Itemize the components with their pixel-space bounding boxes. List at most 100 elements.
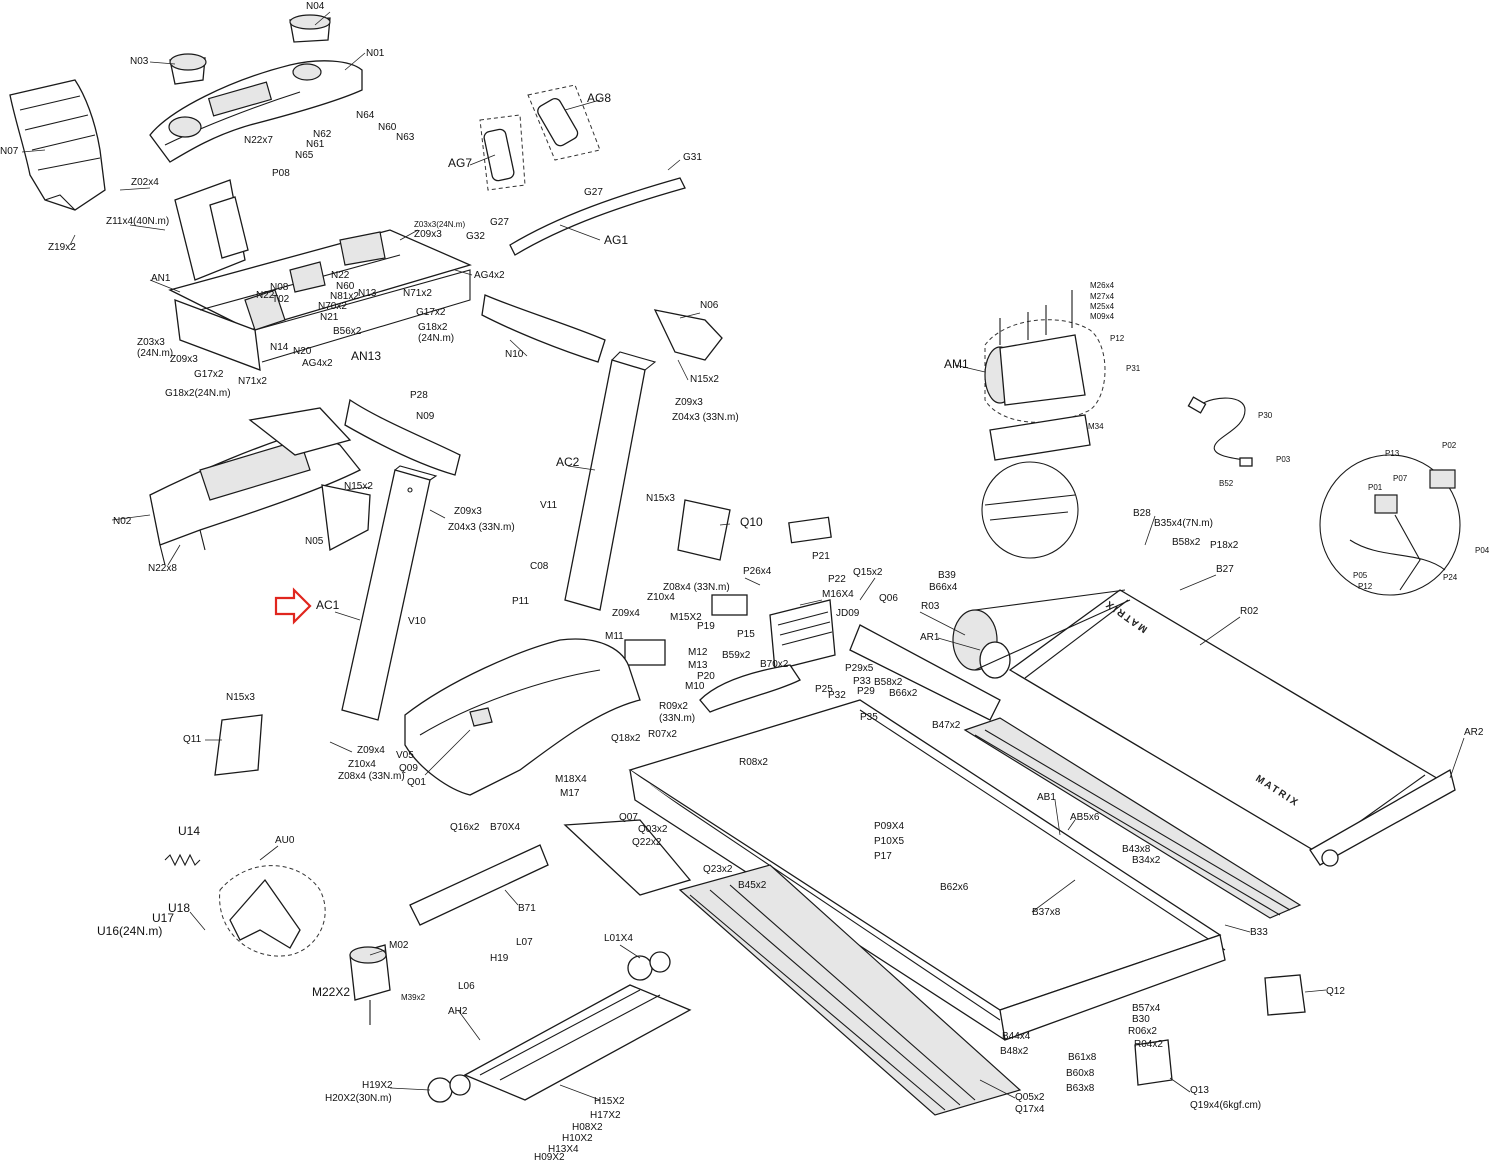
side-cover-n07 [9,79,106,211]
label-P19: P19 [697,621,715,632]
label-N06: N06 [700,300,719,311]
label-G18x2-a-torque: (24N.m) [418,333,454,344]
label-T02: T02 [272,294,290,305]
motor-hood-q01 [404,638,641,796]
label-AH2: AH2 [448,1006,468,1017]
label-N61: N61 [306,139,325,150]
label-P17: P17 [874,851,892,862]
label-N20: N20 [293,346,312,357]
leader-line [1199,616,1241,646]
leader-line [259,845,279,861]
label-B34x2: B34x2 [1132,855,1161,866]
label-Z09x4-b: Z09x4 [357,745,385,756]
label-B47x2: B47x2 [932,720,961,731]
label-Q07: Q07 [619,812,638,823]
leader-line [719,523,731,526]
label-N22-a: N22 [331,270,350,281]
label-M15X2: M15X2 [670,612,702,623]
label-P05: P05 [1353,571,1368,580]
label-B39: B39 [938,570,956,581]
label-P11: P11 [512,596,529,607]
leader-line [937,637,981,651]
label-M10: M10 [685,681,705,692]
label-AR1: AR1 [920,632,940,643]
label-L07: L07 [516,937,533,948]
label-AR2: AR2 [1464,727,1484,738]
label-N02: N02 [113,516,132,527]
label-N60-b: N60 [336,281,355,292]
label-H13X4: H13X4 [548,1144,579,1155]
label-P22: P22 [828,574,846,585]
label-N65: N65 [295,150,314,161]
leader-line [111,514,151,521]
label-P24: P24 [1443,573,1458,582]
rail-cover-b71 [409,844,549,926]
label-M18X4: M18X4 [555,774,587,785]
front-cover-q07 [563,819,692,896]
label-Z03x3-b: Z03x3 [137,337,165,348]
leader-line [559,1084,601,1101]
label-N21: N21 [320,312,339,323]
cover-n05 [321,484,371,552]
label-Z09x3-c: Z09x3 [675,397,703,408]
leader-line [1054,799,1061,836]
leader-line [369,949,386,956]
handrail-ag1 [479,84,686,256]
label-M16X4: M16X4 [822,589,854,600]
label-V10: V10 [408,616,426,627]
leader-line [119,187,151,191]
label-AB1: AB1 [1037,792,1056,803]
label-P21: P21 [812,551,830,562]
console-top-cover [149,14,363,163]
label-B70x2: B70x2 [760,659,789,670]
label-P07: P07 [1393,474,1408,483]
leader-line [129,224,166,231]
label-R06x2: R06x2 [1128,1026,1157,1037]
leader-line [167,544,181,566]
label-H19: H19 [490,953,509,964]
label-Q05x2: Q05x2 [1015,1092,1045,1103]
label-M27x4: M27x4 [1090,292,1115,301]
controller-board [624,516,836,671]
label-V11: V11 [540,500,557,511]
leader-lines [21,11,1465,1101]
label-Z19x2: Z19x2 [48,242,76,253]
label-Q01: Q01 [407,777,426,788]
cover-q11 [214,714,263,776]
label-P33: P33 [853,676,871,687]
leader-line [1449,737,1465,779]
label-B60x8: B60x8 [1066,1068,1095,1079]
label-P03: P03 [1276,455,1291,464]
label-B33: B33 [1250,927,1268,938]
label-N15x2-b: N15x2 [344,481,373,492]
label-B28: B28 [1133,508,1151,519]
label-AN13: AN13 [351,349,381,363]
label-H08X2: H08X2 [572,1122,603,1133]
label-N07: N07 [0,146,19,157]
label-Z10x4-b: Z10x4 [348,759,376,770]
leader-line [504,889,519,906]
label-Z04x3-a: Z04x3 (33N.m) [672,412,739,423]
leader-line [679,312,701,319]
label-R03: R03 [921,601,940,612]
label-M17: M17 [560,788,580,799]
label-R08x2: R08x2 [739,757,768,768]
cover-n06 [653,309,723,361]
label-M22X2: M22X2 [312,985,350,999]
label-P26x4: P26x4 [743,566,772,577]
label-Z09x3-a: Z09x3 [414,229,442,240]
leader-line [667,159,681,171]
leader-line [314,11,331,26]
leader-line [1169,1077,1191,1093]
leader-line [1067,819,1076,831]
label-JD09: JD09 [836,608,860,619]
label-U14: U14 [178,824,200,838]
label-AG8: AG8 [587,91,611,105]
label-C08: C08 [530,561,549,572]
label-N60-a: N60 [378,122,397,133]
label-M12: M12 [688,647,708,658]
label-Q13: Q13 [1190,1085,1209,1096]
end-cap-q13 [1134,1039,1173,1086]
